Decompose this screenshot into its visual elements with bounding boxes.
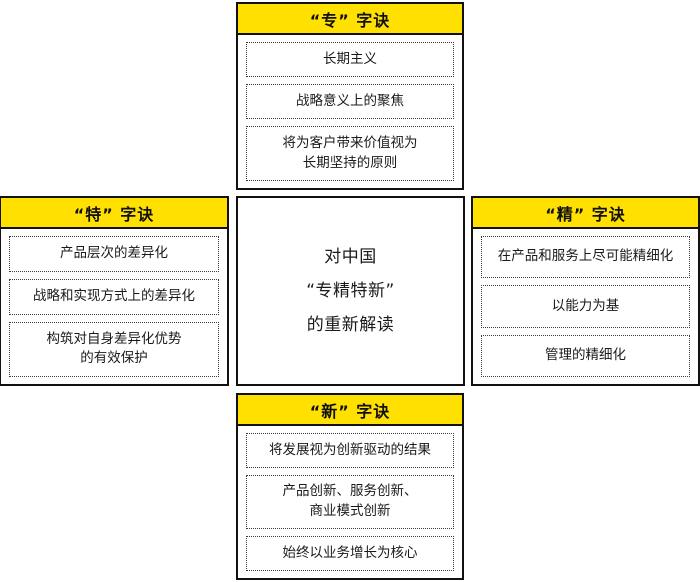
center-thesis-text: 对中国 “专精特新” 的重新解读 [306, 247, 395, 335]
panel-xin-title: “新” 字诀 [238, 395, 462, 426]
panel-te-items: 产品层次的差异化 战略和实现方式上的差异化 构筑对自身差异化优势 的有效保护 [1, 229, 227, 384]
list-item: 产品创新、服务创新、 商业模式创新 [246, 474, 454, 530]
panel-xin-items: 将发展视为创新驱动的结果 产品创新、服务创新、 商业模式创新 始终以业务增长为核… [238, 426, 462, 578]
list-item: 战略和实现方式上的差异化 [9, 278, 219, 315]
panel-jing: “精” 字诀 在产品和服务上尽可能精细化 以能力为基 管理的精细化 [471, 196, 700, 386]
panel-zhuan-title: “专” 字诀 [238, 4, 462, 35]
list-item: 管理的精细化 [481, 334, 690, 377]
panel-jing-title: “精” 字诀 [473, 198, 698, 229]
list-item: 战略意义上的聚焦 [246, 84, 454, 120]
list-item: 以能力为基 [481, 285, 690, 328]
list-item: 始终以业务增长为核心 [246, 536, 454, 571]
panel-zhuan: “专” 字诀 长期主义 战略意义上的聚焦 将为客户带来价值视为 长期坚持的原则 [236, 2, 464, 190]
panel-xin: “新” 字诀 将发展视为创新驱动的结果 产品创新、服务创新、 商业模式创新 始终… [236, 393, 464, 580]
list-item: 长期主义 [246, 42, 454, 78]
panel-jing-items: 在产品和服务上尽可能精细化 以能力为基 管理的精细化 [473, 229, 698, 384]
list-item: 将为客户带来价值视为 长期坚持的原则 [246, 126, 454, 181]
panel-center-thesis: 对中国 “专精特新” 的重新解读 [236, 196, 465, 386]
panel-zhuan-items: 长期主义 战略意义上的聚焦 将为客户带来价值视为 长期坚持的原则 [238, 35, 462, 188]
list-item: 将发展视为创新驱动的结果 [246, 433, 454, 468]
list-item: 在产品和服务上尽可能精细化 [481, 236, 690, 279]
list-item: 产品层次的差异化 [9, 236, 219, 272]
panel-te: “特” 字诀 产品层次的差异化 战略和实现方式上的差异化 构筑对自身差异化优势 … [0, 196, 229, 386]
list-item: 构筑对自身差异化优势 的有效保护 [9, 321, 219, 377]
panel-te-title: “特” 字诀 [1, 198, 227, 229]
